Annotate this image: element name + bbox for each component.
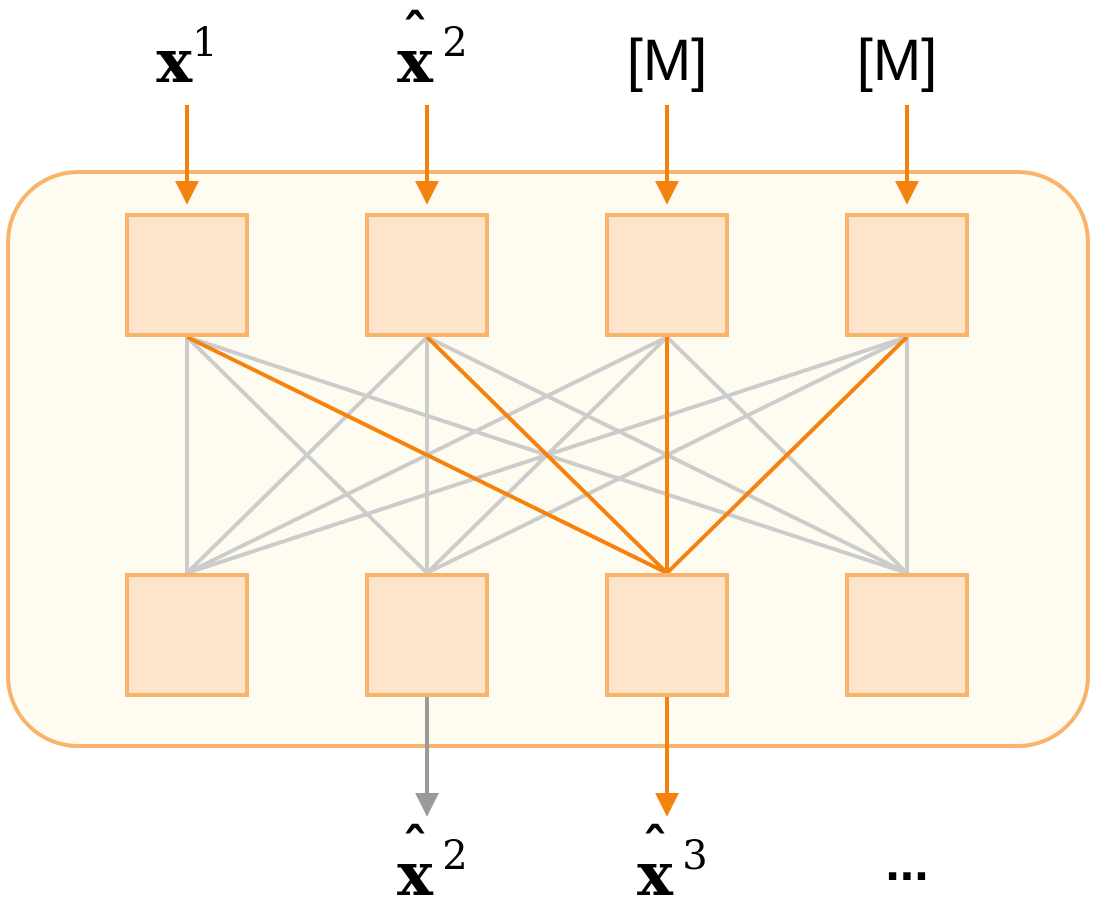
hat-accent: ˆ (402, 4, 428, 65)
output-node-3 (605, 573, 729, 697)
input-label-1: x1 (156, 20, 217, 97)
highlighted-attention-edges (186, 335, 909, 575)
input-label-3: [M] (627, 28, 708, 93)
output-node-4 (845, 573, 969, 697)
highlighted-edge-4-to-3 (665, 335, 909, 575)
output-labels: x ˆ 2 x ˆ 3 ... (397, 818, 929, 903)
input-arrows (175, 105, 919, 205)
output-layer (125, 573, 969, 697)
hat-accent: ˆ (642, 818, 668, 879)
input-node-3 (605, 213, 729, 337)
output-label-3: x ˆ 3 (637, 818, 708, 903)
output-label-2: x ˆ 2 (397, 818, 468, 903)
input-labels: x1 x ˆ 2 [M] [M] (156, 4, 937, 97)
svg-text:x: x (637, 840, 674, 903)
hat-accent: ˆ (402, 818, 428, 879)
input-node-4 (845, 213, 969, 337)
svg-text:2: 2 (442, 833, 467, 879)
highlighted-edge-1-to-3 (186, 335, 668, 575)
output-node-1 (125, 573, 249, 697)
svg-text:x: x (397, 840, 434, 903)
input-node-2 (365, 213, 489, 337)
svg-text:x: x (397, 27, 434, 97)
input-label-4: [M] (857, 28, 938, 93)
output-ellipsis: ... (885, 834, 928, 892)
svg-text:3: 3 (682, 833, 707, 879)
model-panel (6, 170, 1090, 748)
highlighted-edge-2-to-3 (425, 335, 669, 575)
input-node-1 (125, 213, 249, 337)
output-node-2 (365, 573, 489, 697)
input-layer (125, 213, 969, 337)
edge-2-to-1 (185, 335, 429, 575)
input-label-2: x ˆ 2 (397, 4, 468, 97)
svg-text:2: 2 (442, 20, 467, 66)
